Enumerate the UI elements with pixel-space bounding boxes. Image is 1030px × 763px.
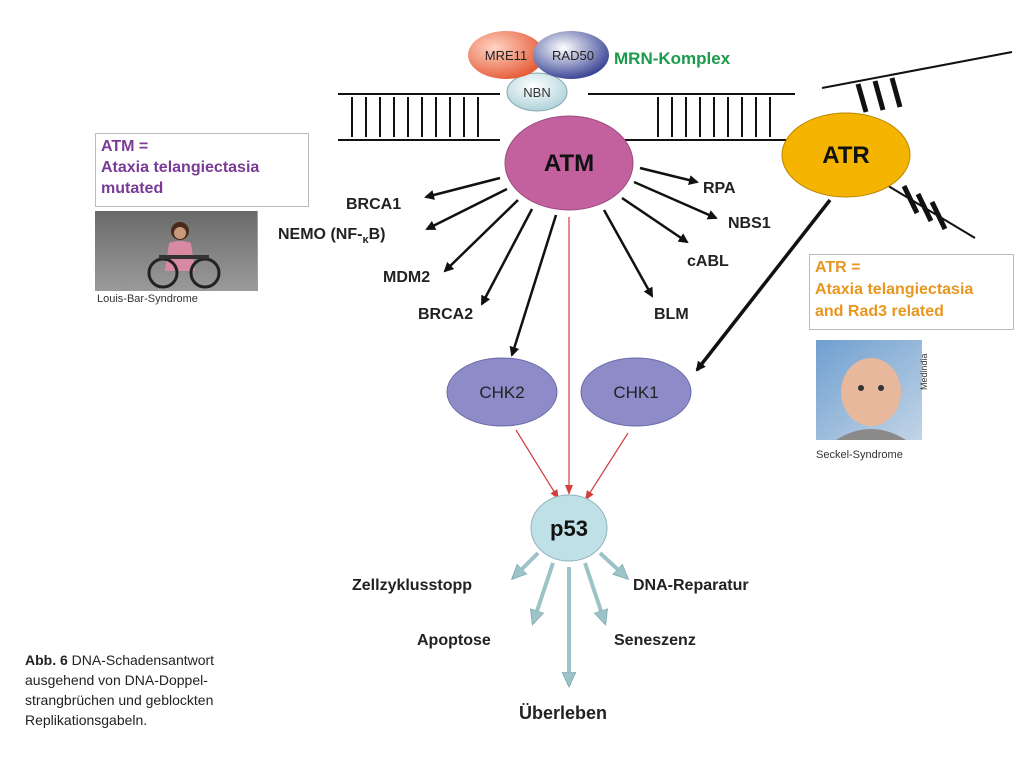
arrow-p53-dna-reparatur: [598, 551, 627, 578]
cabl-label: cABL: [687, 253, 729, 270]
p53-node: [530, 494, 608, 562]
arrow-atm-chk2: [509, 214, 558, 357]
chk1-node: [580, 357, 692, 427]
arrow-atm-brca2: [480, 208, 534, 306]
apoptose-label: Apoptose: [417, 632, 491, 649]
atm-info-box: ATM = Ataxia telangiectasia mutated: [95, 133, 309, 207]
atm-node: [504, 115, 634, 211]
brca1-label: BRCA1: [346, 196, 402, 213]
nemo-label-end: B): [368, 226, 386, 243]
arrow-p53-seneszenz: [583, 562, 605, 623]
child-portrait-image: [816, 340, 938, 440]
p53-activation-arrows: [515, 217, 629, 501]
louis-bar-caption: Louis-Bar-Syndrome: [97, 293, 198, 305]
figure-caption-label: Abb. 6: [25, 652, 68, 668]
medindia-credit: Medindia: [919, 353, 929, 390]
chk2-label: CHK2: [479, 383, 524, 402]
p53-label: p53: [550, 516, 588, 541]
dna-left-double-strand: [338, 93, 500, 141]
atm-info-line1: ATM =: [101, 138, 149, 155]
arrow-atm-nbs1: [633, 180, 718, 220]
chk2-node: [446, 357, 558, 427]
atr-info-line2: Ataxia telangiectasia: [815, 281, 974, 298]
mre11-label: MRE11: [485, 48, 527, 63]
child-wheelchair-image: [95, 211, 257, 291]
arrow-atm-cabl: [621, 196, 689, 244]
atm-target-arrows: [424, 166, 718, 357]
arrow-p53-zellzyklusstopp: [513, 551, 540, 578]
atr-info-box: ATR = Ataxia telangiectasia and Rad3 rel…: [809, 254, 1014, 330]
mrn-complex-label: MRN-Komplex: [614, 49, 731, 68]
arrow-chk1-p53: [584, 432, 629, 501]
arrow-atr-to-chk1: [695, 198, 832, 372]
figure-caption-text: DNA-Schadensantwort ausgehend von DNA-Do…: [25, 652, 215, 728]
atm-label: ATM: [544, 150, 594, 177]
nbs1-label: NBS1: [728, 215, 771, 232]
zellzyklusstopp-label: Zellzyklusstopp: [352, 577, 473, 594]
atm-info-line3: mutated: [101, 180, 164, 197]
brca2-label: BRCA2: [418, 306, 474, 323]
atr-node: [781, 112, 911, 198]
blm-label: BLM: [654, 306, 689, 323]
arrow-atm-mdm2: [443, 199, 519, 273]
arrow-atm-nemo: [425, 187, 508, 231]
mdm2-label: MDM2: [383, 269, 431, 286]
chk1-label: CHK1: [613, 383, 658, 402]
rad50-label: RAD50: [552, 48, 594, 63]
ueberleben-label: Überleben: [519, 703, 608, 723]
rpa-label: RPA: [703, 180, 736, 197]
dna-reparatur-label: DNA-Reparatur: [633, 577, 749, 594]
atr-info-line1: ATR =: [815, 259, 861, 276]
figure-caption: Abb. 6 DNA-Schadensantwort ausgehend von…: [25, 650, 265, 730]
atr-info-line3: and Rad3 related: [815, 303, 944, 320]
arrow-atm-brca1: [424, 176, 501, 200]
arrow-chk2-p53: [515, 429, 560, 500]
seckel-caption: Seckel-Syndrome: [816, 449, 903, 461]
arrow-atm-blm: [602, 209, 654, 298]
nbn-node: [506, 72, 568, 112]
nbn-label: NBN: [523, 85, 550, 100]
atr-label: ATR: [822, 142, 870, 169]
rad50-node: [533, 31, 609, 79]
seckel-photo: Medindia: [816, 340, 938, 440]
louis-bar-photo: [95, 211, 258, 291]
mre11-node: [468, 31, 544, 79]
atm-info-line2: Ataxia telangiectasia: [101, 159, 260, 176]
arrow-atm-rpa: [639, 166, 699, 185]
arrow-p53-apoptose: [533, 562, 555, 623]
seneszenz-label: Seneszenz: [614, 632, 696, 649]
nemo-label-text: NEMO (NF-: [278, 226, 363, 243]
nemo-label: NEMO (NF-κB): [278, 226, 386, 246]
nemo-kappa: κ: [362, 234, 369, 246]
p53-outcome-arrows: [513, 551, 627, 685]
